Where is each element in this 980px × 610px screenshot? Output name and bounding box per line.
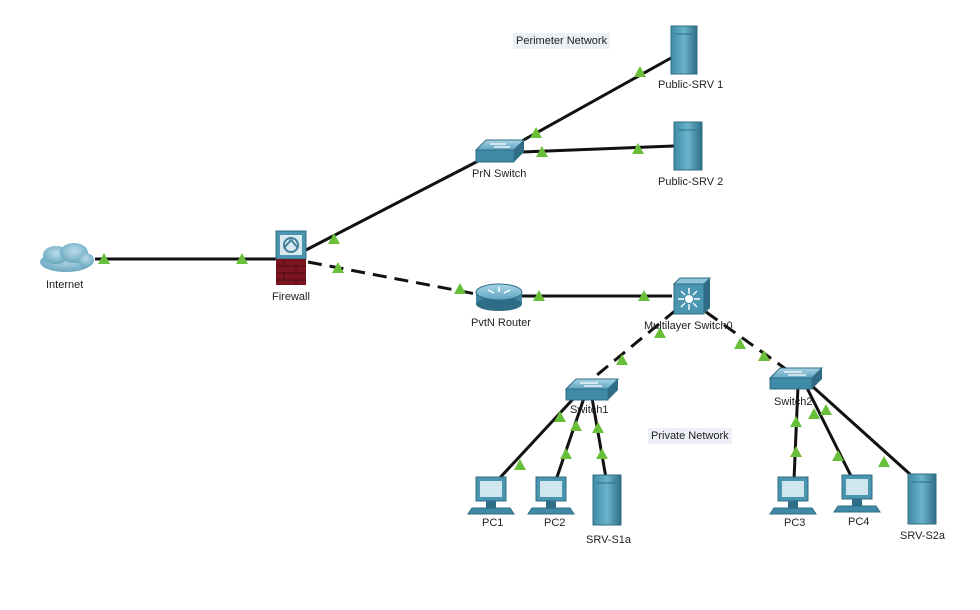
switch1-label: Switch1	[570, 404, 609, 416]
pc1-icon[interactable]	[467, 476, 515, 515]
link-switch1-pc2[interactable]	[554, 397, 586, 481]
link-prn-switch-public-srv2[interactable]	[521, 144, 675, 154]
pc3-icon[interactable]	[769, 476, 817, 515]
link-up-indicator	[634, 66, 646, 77]
link-up-indicator	[533, 290, 545, 301]
link-multilayer-switch1[interactable]	[585, 308, 677, 386]
link-up-indicator	[592, 422, 604, 433]
public-srv1-label: Public-SRV 1	[658, 79, 724, 91]
public-srv2-label: Public-SRV 2	[658, 176, 724, 188]
pc2-label: PC2	[544, 517, 566, 529]
link-up-indicator	[560, 448, 572, 459]
link-up-indicator	[514, 459, 526, 470]
pvtn-router-label: PvtN Router	[471, 317, 531, 329]
links-layer	[95, 56, 914, 484]
link-up-indicator	[878, 456, 890, 467]
firewall-label: Firewall	[272, 291, 310, 303]
link-switch2-pc4[interactable]	[804, 385, 854, 479]
pvtn-router-icon[interactable]	[475, 283, 523, 311]
prn-switch-label: PrN Switch	[472, 168, 527, 180]
srv-s2a-label: SRV-S2a	[900, 530, 946, 542]
link-up-indicator	[820, 404, 832, 415]
srv-s1a-server-icon[interactable]	[592, 474, 622, 526]
link-up-indicator	[632, 143, 644, 154]
private-network-annotation: Private Network	[648, 428, 732, 444]
switch2-icon[interactable]	[768, 367, 824, 390]
pc2-icon[interactable]	[527, 476, 575, 515]
link-switch1-srv-s1a[interactable]	[590, 397, 608, 479]
multilayer-switch-icon[interactable]	[672, 277, 712, 315]
link-switch1-pc1[interactable]	[494, 396, 576, 484]
switch1-icon[interactable]	[564, 378, 620, 401]
link-switch2-pc3[interactable]	[792, 385, 800, 481]
link-up-indicator	[808, 408, 820, 419]
link-up-indicator	[654, 327, 666, 338]
srv-s1a-label: SRV-S1a	[586, 534, 632, 546]
multilayer-switch-label: Multilayer Switch0	[644, 320, 733, 332]
pc4-label: PC4	[848, 516, 870, 528]
link-multilayer-switch2[interactable]	[705, 310, 791, 374]
pc4-icon[interactable]	[833, 474, 881, 513]
perimeter-network-annotation: Perimeter Network	[513, 33, 611, 49]
link-firewall-prn-switch[interactable]	[305, 156, 485, 252]
internet-cloud-icon[interactable]	[40, 243, 94, 272]
link-up-indicator	[530, 127, 542, 138]
link-up-indicator	[758, 350, 770, 361]
public-srv2-server-icon[interactable]	[673, 121, 703, 171]
link-up-indicator	[832, 450, 844, 461]
firewall-icon[interactable]	[275, 230, 307, 285]
link-up-indicator	[554, 411, 566, 422]
link-up-indicator	[734, 338, 746, 349]
link-firewall-pvtn-router[interactable]	[307, 260, 477, 296]
link-up-indicator	[332, 262, 344, 273]
link-up-indicator	[638, 290, 650, 301]
link-up-indicator	[570, 420, 582, 431]
link-up-indicator	[328, 233, 340, 244]
public-srv1-server-icon[interactable]	[670, 25, 698, 75]
link-up-indicator	[536, 146, 548, 157]
link-up-indicator	[596, 448, 608, 459]
link-up-indicator	[790, 416, 802, 427]
switch2-label: Switch2	[774, 396, 813, 408]
link-up-indicator	[236, 253, 248, 264]
pc3-label: PC3	[784, 517, 806, 529]
srv-s2a-server-icon[interactable]	[907, 473, 937, 525]
prn-switch-icon[interactable]	[474, 139, 526, 163]
link-up-indicator	[790, 446, 802, 457]
internet-label: Internet	[46, 279, 84, 291]
pc1-label: PC1	[482, 517, 504, 529]
link-switch2-srv-s2a[interactable]	[810, 384, 914, 478]
link-prn-switch-public-srv1[interactable]	[519, 56, 672, 144]
link-up-indicator	[98, 253, 110, 264]
link-up-indicator	[454, 283, 466, 294]
link-up-indicator	[616, 354, 628, 365]
link-status-indicators	[98, 66, 890, 470]
